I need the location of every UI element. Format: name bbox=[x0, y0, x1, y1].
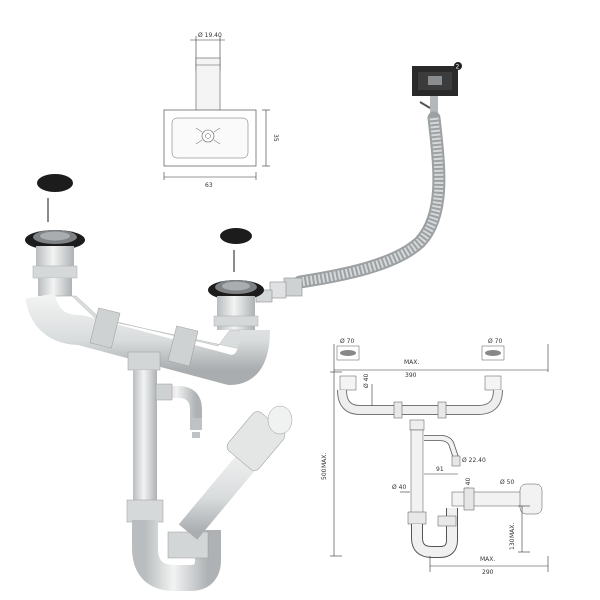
right-strainer bbox=[208, 228, 264, 330]
d40-upper: Ø 40 bbox=[363, 374, 370, 388]
width-390: 390 bbox=[405, 372, 417, 379]
max-height-label: MAX. bbox=[321, 453, 328, 468]
width-label: 63 bbox=[205, 182, 213, 189]
overflow-marker: 2 bbox=[456, 64, 460, 71]
max-130-label: MAX. bbox=[509, 523, 516, 538]
d2240: Ø 22.40 bbox=[462, 457, 486, 464]
overflow-hose bbox=[293, 111, 446, 289]
d40-lower-right: Ø 40 bbox=[465, 478, 472, 492]
d50: Ø 50 bbox=[500, 479, 514, 486]
overflow-unit: 2 bbox=[412, 62, 462, 118]
left-stopper-cap bbox=[37, 174, 73, 192]
right-stopper-cap bbox=[220, 228, 252, 244]
height-130: 130 bbox=[509, 538, 516, 550]
trap bbox=[132, 405, 293, 591]
connecting-pipe bbox=[25, 292, 270, 385]
technical-drawing: MAX. 390 Ø 70 Ø 70 Ø 40 Ø 22.40 91 Ø 40 bbox=[321, 338, 549, 576]
d70-right: Ø 70 bbox=[488, 338, 502, 345]
height-label: 35 bbox=[272, 134, 279, 142]
diameter-label: Ø 19.40 bbox=[198, 32, 222, 39]
left-strainer bbox=[25, 174, 85, 296]
width-290: 290 bbox=[482, 569, 494, 576]
overflow-detail-drawing: Ø 19.40 63 35 bbox=[163, 32, 279, 189]
max-width-label: MAX. bbox=[404, 359, 419, 366]
d70-left: Ø 70 bbox=[340, 338, 354, 345]
height-500: 500 bbox=[321, 468, 328, 480]
vertical-drain bbox=[126, 351, 164, 523]
appliance-connector bbox=[155, 383, 202, 438]
bottom-max-label: MAX. bbox=[480, 556, 495, 563]
dim-91: 91 bbox=[436, 466, 444, 473]
d40-lower: Ø 40 bbox=[392, 484, 406, 491]
